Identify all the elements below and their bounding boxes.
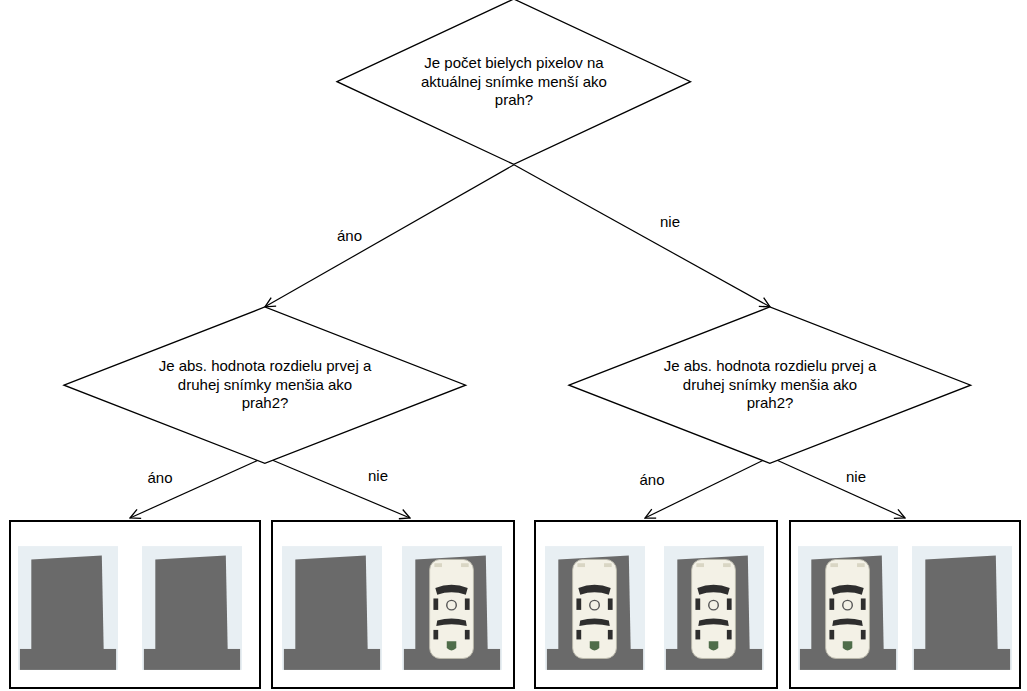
decision-text: Je abs. hodnota rozdielu prvej a druhej … <box>657 357 882 413</box>
branch-label: áno <box>334 227 365 245</box>
diamond-shape <box>569 307 971 463</box>
diamond-shape <box>64 307 466 463</box>
branch-label: nie <box>365 467 391 485</box>
result-box <box>535 521 777 688</box>
decision-text: Je abs. hodnota rozdielu prvej a druhej … <box>152 357 377 413</box>
decision-diamond: Je abs. hodnota rozdielu prvej a druhej … <box>569 307 971 463</box>
branch-label: áno <box>144 469 175 487</box>
branch-label: nie <box>843 468 869 486</box>
result-box <box>790 521 1020 688</box>
flow-arrow <box>265 165 514 307</box>
result-box <box>272 521 514 688</box>
result-box <box>10 521 260 688</box>
branch-arrows <box>130 457 905 518</box>
decision-diamond: Je abs. hodnota rozdielu prvej a druhej … <box>64 307 466 463</box>
diamond-shape <box>337 0 691 165</box>
branch-label: nie <box>657 213 683 231</box>
decision-text: Je počet bielych pixelov na aktuálnej sn… <box>411 54 616 110</box>
decision-diamond: Je počet bielych pixelov na aktuálnej sn… <box>337 0 691 165</box>
branch-label: áno <box>636 471 667 489</box>
flow-arrow <box>514 165 770 307</box>
